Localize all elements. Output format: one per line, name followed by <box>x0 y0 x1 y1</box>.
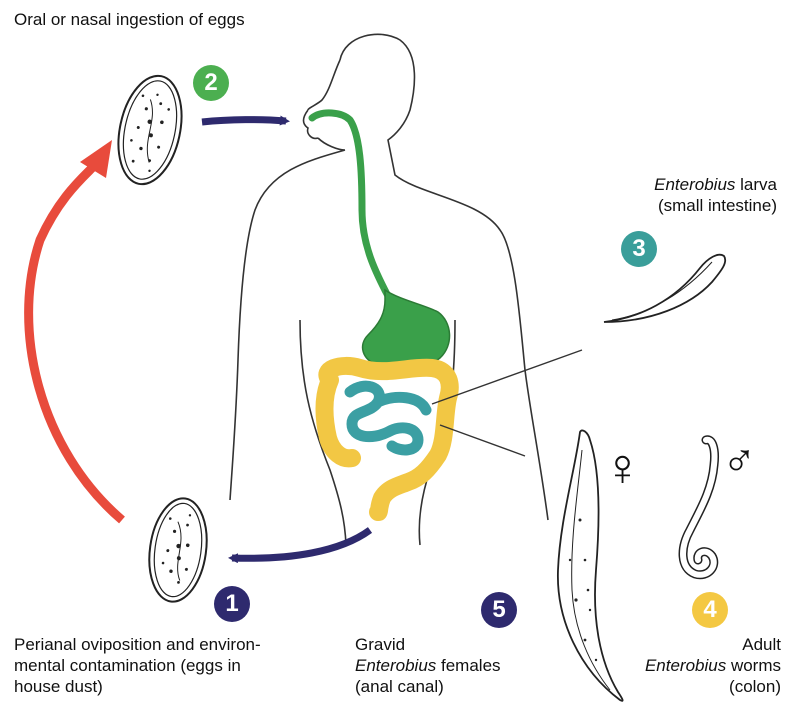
step-badge-3: 3 <box>621 231 657 267</box>
label-gravid-genus: Enterobius <box>355 656 436 675</box>
pointer-line-adult <box>440 425 525 456</box>
female-symbol: ♀ <box>603 438 642 498</box>
arrow-egg-to-mouth <box>202 120 286 122</box>
label-larva: Enterobius larva (small intestine) <box>654 174 777 216</box>
step-badge-5: 5 <box>481 592 517 628</box>
label-oral-ingestion: Oral or nasal ingestion of eggs <box>14 9 245 30</box>
step-badge-4: 4 <box>692 592 728 628</box>
label-gravid-line1: Gravid <box>355 634 501 655</box>
egg-bottom-icon <box>143 495 213 606</box>
male-worm-icon <box>683 440 714 575</box>
larva-icon <box>604 255 725 322</box>
arrow-cycle-return <box>29 168 122 520</box>
label-larva-location: (small intestine) <box>654 195 777 216</box>
colon <box>325 366 450 512</box>
egg-top-icon <box>109 70 191 190</box>
label-adult-stage: worms <box>726 656 781 675</box>
arrow-anus-to-egg <box>232 530 370 558</box>
esophagus <box>312 113 390 300</box>
male-symbol: ♂ <box>722 432 757 488</box>
stomach <box>363 290 450 368</box>
label-perianal-line1: Perianal oviposition and environ- <box>14 634 261 655</box>
human-body-outline <box>230 34 548 545</box>
label-gravid: Gravid Enterobius females (anal canal) <box>355 634 501 697</box>
label-adult: Adult Enterobius worms (colon) <box>645 634 781 697</box>
label-perianal-line2: mental contamination (eggs in <box>14 655 261 676</box>
label-larva-genus: Enterobius <box>654 175 735 194</box>
label-adult-location: (colon) <box>645 676 781 697</box>
label-adult-genus: Enterobius <box>645 656 726 675</box>
label-perianal: Perianal oviposition and environ- mental… <box>14 634 261 697</box>
small-intestine <box>350 386 426 450</box>
label-gravid-location: (anal canal) <box>355 676 501 697</box>
label-adult-line1: Adult <box>645 634 781 655</box>
label-larva-stage: larva <box>735 175 777 194</box>
step-badge-2: 2 <box>193 65 229 101</box>
label-perianal-line3: house dust) <box>14 676 261 697</box>
step-badge-1: 1 <box>214 586 250 622</box>
label-gravid-stage: females <box>436 656 500 675</box>
